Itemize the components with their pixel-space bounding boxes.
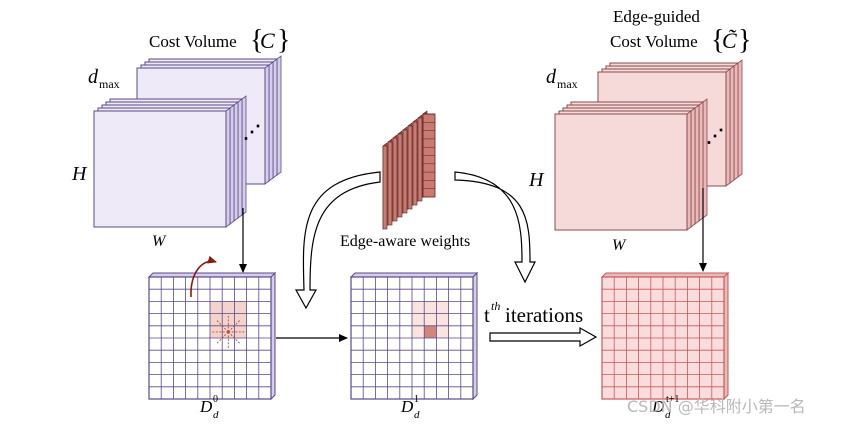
left-volume-symbol: C [260,28,275,53]
left-volume-title: Cost Volume [149,32,237,51]
left-back-slice-edge [276,55,282,176]
right-front-slice [554,113,688,231]
left-ellipsis: ⋰ [243,122,261,142]
left-front-slices [93,95,247,228]
left-back-slice-edge [272,58,278,179]
right-back-slice-edge [729,65,735,184]
star-ray [227,320,240,333]
edge-aware-weights: Edge-aware weights [340,110,470,250]
weight-slice [407,125,413,210]
grid-left: D d 0 [147,255,277,421]
weight-slice [397,133,403,218]
iterations-label: iterations [505,303,583,327]
iterations-sup: th [491,299,500,313]
grid-mid-label: D [400,397,414,416]
rotation-arrow [190,255,217,298]
right-front-slices [554,98,708,231]
grid-left-label-sup: 0 [213,394,218,405]
grid-mid-top [349,272,479,278]
grid-left-cells [147,271,277,401]
left-brace-close: } [277,25,290,56]
right-front-slice-edge [694,104,700,225]
grid-middle: D d 1 [349,271,479,421]
weight-slice [387,141,393,226]
grid-left-label-sub: d [213,409,219,421]
right-ellipsis: ⋰ [706,126,724,146]
left-front-slice-edge [241,95,247,216]
grid-mid-label-sup: 1 [414,394,419,405]
right-volume-symbol: C̃ [722,28,737,53]
grid-mid-cells [349,271,479,401]
left-height-label: H [71,163,88,185]
weight-slice [402,129,408,214]
grid-left-side [270,271,276,401]
weight-slice [382,145,388,230]
right-volume-title-line1: Edge-guided [613,7,700,26]
grid-right-top [600,272,730,278]
grid-right-label: D [651,397,665,416]
grid-left-label: D [199,397,213,416]
grid-right: D d t+1 [600,271,730,421]
right-back-slice-edge [733,62,739,181]
left-front-slice-edge [237,98,243,219]
grid-right-label-sub: d [665,409,671,421]
weights-label: Edge-aware weights [340,233,470,250]
right-dmax-label: d [546,66,557,88]
left-dmax-subscript: max [99,77,120,91]
right-back-slice-edge [725,68,731,187]
grid-mid-label-sub: d [414,409,420,421]
left-cost-volume: Cost Volume { C } d max H W ⋰ [71,25,290,250]
weight-slice [412,121,418,206]
left-front-slice-edge [233,101,239,222]
right-back-slice-edge [737,59,743,178]
hollow-arrow-right [454,171,536,284]
weight-slice [392,137,398,222]
right-brace-close: } [738,25,751,56]
right-volume-title-line2: Cost Volume [610,32,698,51]
grid-mid-side [472,271,478,401]
right-dmax-subscript: max [557,77,578,91]
star-ray [227,331,240,344]
right-height-label: H [528,169,545,191]
left-dmax-label: d [88,66,99,88]
watermark: CSDN @华科附小第一名 [627,397,806,416]
star-ray [216,331,229,344]
weight-slice [417,117,423,202]
right-width-label: W [612,237,627,254]
left-back-slice-edge [268,61,274,182]
left-front-slice-edge [225,107,231,228]
left-front-slice-edge [229,104,235,225]
right-cost-volume: Edge-guided Cost Volume { C̃ } d max H W… [528,7,751,254]
grid-mid-highlight [424,325,437,338]
grid-left-top [147,272,277,278]
left-front-slice [93,110,227,228]
weights-slices [382,110,436,230]
left-back-slice-edge [264,64,270,185]
left-width-label: W [152,233,167,250]
neighborhood-star [212,315,245,348]
right-brace-open: { [711,25,724,56]
left-brace-open: { [250,25,263,56]
right-front-slice-edge [690,107,696,228]
star-ray [216,320,229,333]
hollow-arrow-left [294,171,381,310]
grid-right-cells [600,271,730,401]
grid-right-label-sup: t+1 [666,394,679,405]
hollow-arrow-iterations [489,326,598,348]
iterations-t: t [484,303,490,327]
right-front-slice-edge [686,110,692,231]
